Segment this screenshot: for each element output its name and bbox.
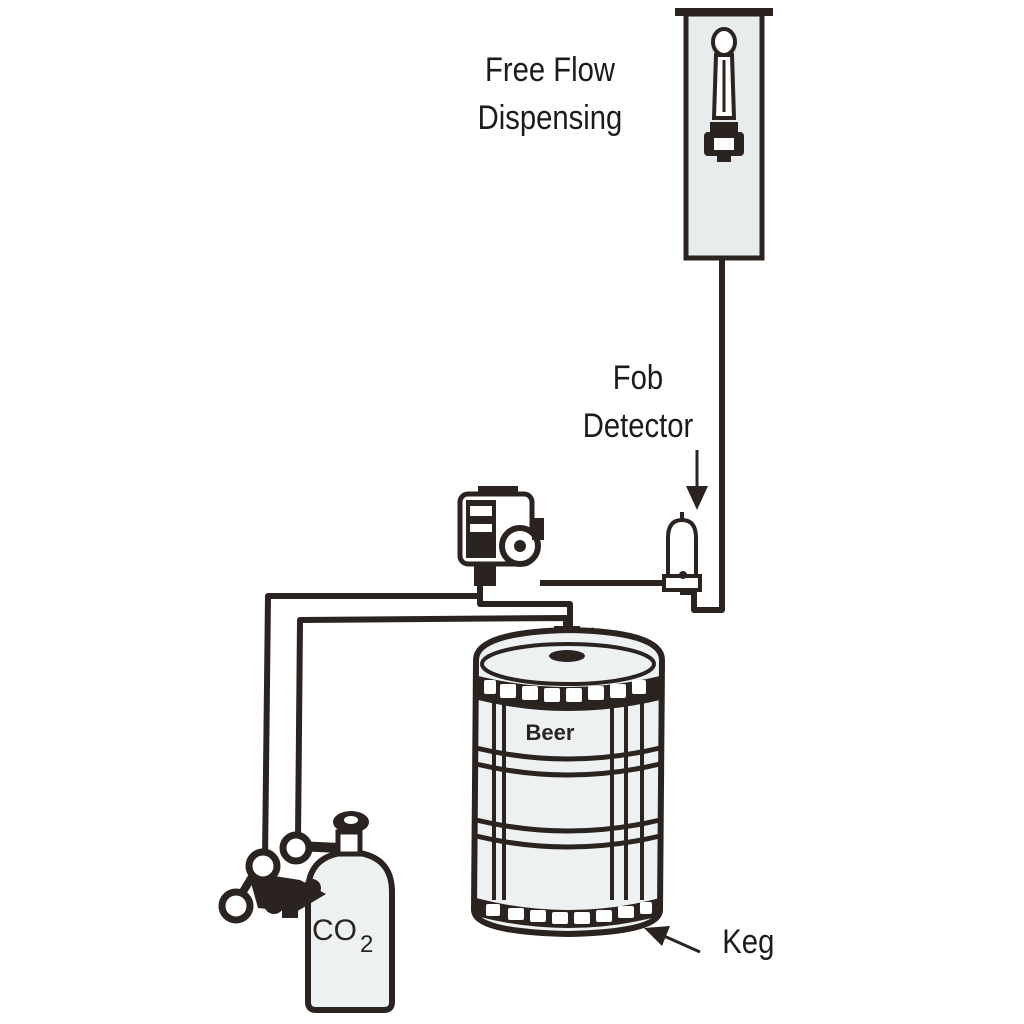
free-flow-line2: Dispensing — [477, 99, 623, 137]
fob-line1: Fob — [612, 359, 664, 397]
keg-arrow — [644, 926, 701, 954]
fob-arrow — [686, 450, 708, 510]
tap-handle-icon — [704, 27, 744, 162]
free-flow-dispensing-label: Free Flow Dispensing — [455, 46, 644, 142]
dispensing-tower — [675, 8, 773, 261]
co2-label-main: CO — [312, 914, 357, 947]
fob-line2: Detector — [582, 407, 694, 445]
gas-pump-icon — [457, 486, 544, 586]
co2-cylinder: CO 2 — [305, 811, 395, 1013]
free-flow-line1: Free Flow — [485, 51, 615, 89]
gas-line-outer — [262, 593, 480, 861]
co2-label-sub: 2 — [360, 931, 373, 958]
keg-label: Keg — [722, 923, 775, 961]
fob-detector-label: Fob Detector — [569, 354, 707, 450]
gas-line-inner — [295, 615, 569, 841]
keg-beer-text: Beer — [526, 720, 575, 745]
beer-keg: Beer — [470, 626, 666, 938]
fob-detector — [662, 512, 702, 592]
regulator-icon — [218, 831, 341, 924]
pump-to-keg-line — [477, 584, 573, 632]
